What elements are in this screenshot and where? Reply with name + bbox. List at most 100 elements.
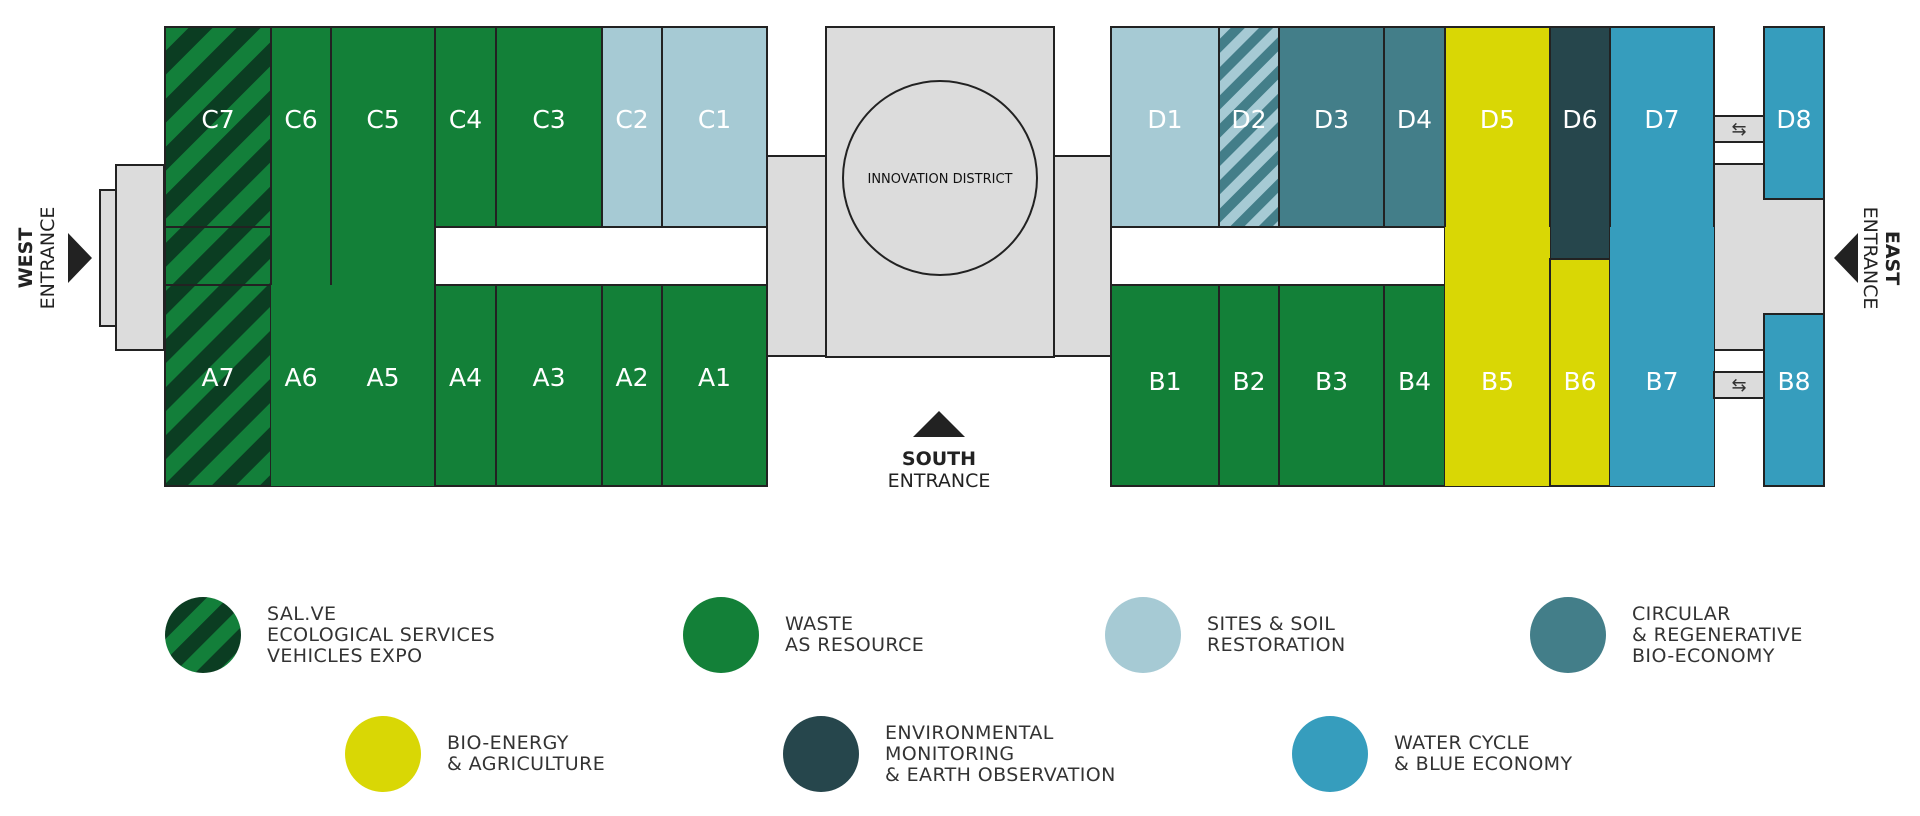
hall-label-c7: C7 bbox=[201, 105, 234, 134]
hall-label-d4: D4 bbox=[1397, 105, 1432, 134]
hall-c4[interactable] bbox=[434, 26, 497, 228]
hall-d3[interactable] bbox=[1278, 26, 1385, 228]
hall-label-c4: C4 bbox=[449, 105, 482, 134]
hall-label-c6: C6 bbox=[284, 105, 317, 134]
hall-label-b2: B2 bbox=[1232, 367, 1265, 396]
hall-label-b6: B6 bbox=[1563, 367, 1596, 396]
south-entrance-line2: ENTRANCE bbox=[888, 470, 991, 492]
legend-swatch-bioenergy bbox=[345, 716, 421, 792]
west-entrance-label: WEST ENTRANCE bbox=[15, 207, 59, 310]
hall-d2[interactable] bbox=[1218, 26, 1280, 228]
hall-a7[interactable] bbox=[164, 284, 272, 487]
legend-swatch-envmon bbox=[783, 716, 859, 792]
legend-swatch-sites bbox=[1105, 597, 1181, 673]
east-entrance-line2: ENTRANCE bbox=[1859, 207, 1881, 310]
hall-label-d1: D1 bbox=[1147, 105, 1182, 134]
hall-label-d5: D5 bbox=[1480, 105, 1515, 134]
hall-a2[interactable] bbox=[601, 284, 663, 487]
legend-swatch-circular bbox=[1530, 597, 1606, 673]
hall-label-a5: A5 bbox=[366, 363, 399, 392]
hall-label-c1: C1 bbox=[698, 105, 731, 134]
legend-line: CIRCULAR bbox=[1632, 602, 1731, 625]
hall-label-a4: A4 bbox=[449, 363, 482, 392]
hall-b8[interactable] bbox=[1763, 313, 1825, 487]
hall-label-d3: D3 bbox=[1314, 105, 1349, 134]
legend-line: SITES & SOIL bbox=[1207, 613, 1336, 635]
legend-line: ENVIRONMENTAL bbox=[885, 721, 1054, 744]
corridor-east bbox=[1051, 155, 1113, 357]
hall-label-d7: D7 bbox=[1644, 105, 1679, 134]
east-entrance-line1: EAST bbox=[1881, 231, 1903, 285]
legend-line: WASTE bbox=[785, 613, 854, 635]
hall-label-c2: C2 bbox=[615, 105, 648, 134]
hall-b4[interactable] bbox=[1383, 284, 1446, 487]
legend-item-water: WATER CYCLE& BLUE ECONOMY bbox=[1292, 716, 1572, 792]
legend-line: & AGRICULTURE bbox=[447, 753, 606, 775]
walkway-east bbox=[1110, 226, 1446, 286]
legend-swatch-water bbox=[1292, 716, 1368, 792]
legend-label-water: WATER CYCLE& BLUE ECONOMY bbox=[1394, 733, 1572, 775]
hall-d6[interactable] bbox=[1549, 26, 1611, 260]
south-entrance-arrow bbox=[913, 411, 965, 437]
connector-d7-d8-arrows: ⇆ bbox=[1731, 119, 1746, 140]
legend-line: ECOLOGICAL SERVICES bbox=[267, 623, 496, 646]
connector-b7-b8-arrows: ⇆ bbox=[1731, 375, 1746, 396]
legend-line: BIO-ENERGY bbox=[447, 732, 569, 754]
hall-a3[interactable] bbox=[495, 284, 603, 487]
hall-label-d8: D8 bbox=[1776, 105, 1811, 134]
hall-c1[interactable] bbox=[661, 26, 768, 228]
west-entrance-line1: WEST bbox=[15, 228, 37, 289]
hall-a6[interactable] bbox=[271, 285, 331, 486]
hall-label-b7: B7 bbox=[1645, 367, 1678, 396]
hall-c2[interactable] bbox=[601, 26, 663, 228]
legend-line: BIO-ECONOMY bbox=[1632, 644, 1775, 667]
legend-line: VEHICLES EXPO bbox=[267, 644, 423, 667]
legend-line: MONITORING bbox=[885, 742, 1015, 765]
hall-d1[interactable] bbox=[1110, 26, 1220, 228]
west-entrance-arrow bbox=[68, 233, 92, 283]
hall-label-d6: D6 bbox=[1562, 105, 1597, 134]
hall-label-a7: A7 bbox=[201, 363, 234, 392]
legend-line: AS RESOURCE bbox=[785, 634, 925, 656]
hall-b6[interactable] bbox=[1549, 258, 1611, 487]
legend-swatch-salve bbox=[165, 597, 241, 673]
hall-b7[interactable] bbox=[1610, 227, 1714, 486]
innovation-district-circle bbox=[842, 80, 1038, 276]
hall-label-a2: A2 bbox=[615, 363, 648, 392]
west-annex bbox=[115, 164, 165, 351]
hall-label-a1: A1 bbox=[698, 363, 731, 392]
connector-b7-b8[interactable] bbox=[1713, 371, 1765, 399]
hall-a5[interactable] bbox=[331, 285, 435, 486]
hall-label-c3: C3 bbox=[532, 105, 565, 134]
hall-c3[interactable] bbox=[495, 26, 603, 228]
south-entrance-line1: SOUTH bbox=[902, 448, 976, 470]
hall-label-b5: B5 bbox=[1481, 367, 1514, 396]
hall-c7[interactable] bbox=[164, 26, 272, 228]
legend-item-bioenergy: BIO-ENERGY& AGRICULTURE bbox=[345, 716, 605, 792]
hall-b3[interactable] bbox=[1278, 284, 1385, 487]
east-entrance-arrow bbox=[1834, 233, 1858, 283]
legend-line: RESTORATION bbox=[1207, 634, 1346, 656]
innovation-district-label: INNOVATION DISTRICT bbox=[867, 172, 1012, 187]
hall-b1[interactable] bbox=[1110, 284, 1220, 487]
hall-label-a3: A3 bbox=[532, 363, 565, 392]
hall-label-b8: B8 bbox=[1777, 367, 1810, 396]
east-entrance-label: EAST ENTRANCE bbox=[1859, 207, 1903, 310]
hall-label-b3: B3 bbox=[1315, 367, 1348, 396]
walkway-west bbox=[434, 226, 768, 286]
hall-b5[interactable] bbox=[1445, 227, 1550, 486]
hall-d8[interactable] bbox=[1763, 26, 1825, 200]
hall-a1[interactable] bbox=[661, 284, 768, 487]
connector-d7-d8[interactable] bbox=[1713, 115, 1765, 143]
